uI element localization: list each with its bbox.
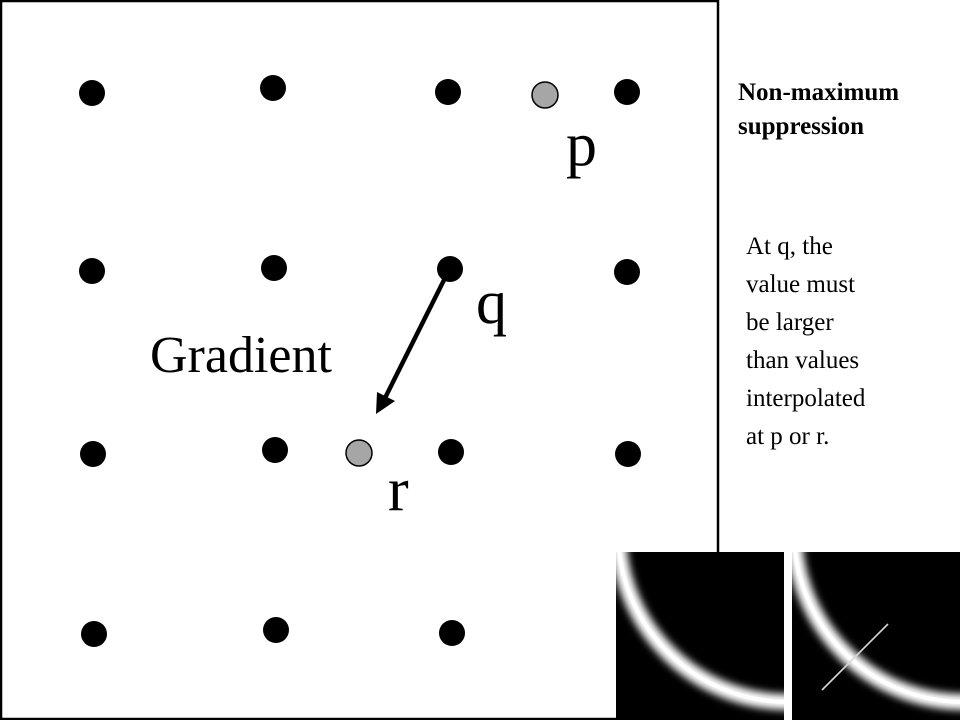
edge-ring-image [616, 552, 784, 720]
gradient-label: Gradient [150, 327, 332, 384]
point-q-label: q [476, 269, 507, 337]
description: At q, the value must be larger than valu… [746, 228, 865, 456]
description-line: than values [746, 347, 860, 374]
point-r-label: r [388, 456, 409, 524]
grid-dot [263, 617, 289, 643]
pixel-grid [79, 75, 641, 647]
grid-dot [79, 258, 105, 284]
grid-dot [437, 256, 463, 282]
grid-dot [615, 441, 641, 467]
grid-dot [260, 75, 286, 101]
description-line: value must [746, 271, 856, 298]
point-p-label: p [566, 111, 597, 179]
grid-dot [261, 255, 287, 281]
diagram-frame [0, 0, 720, 720]
grid-dot [438, 439, 464, 465]
interpolated-point-r [345, 439, 373, 467]
gradient-line [821, 623, 889, 691]
grid-dot [439, 620, 465, 646]
title-line-1: Non-maximum [738, 79, 900, 106]
gradient-arrow [376, 273, 449, 414]
title-line-2: suppression [738, 113, 864, 140]
description-line: At q, the [746, 233, 833, 260]
grid-dot [262, 437, 288, 463]
grid-dot [435, 79, 461, 105]
description-line: at p or r. [746, 423, 830, 450]
interpolated-point-p [531, 81, 559, 109]
grid-dot [81, 621, 107, 647]
description-line: interpolated [746, 385, 866, 412]
description-line: be larger [746, 309, 834, 336]
grid-dot [79, 80, 105, 106]
grid-dot [614, 259, 640, 285]
edge-ring-with-gradient-line-image [792, 552, 960, 720]
grid-dot [80, 441, 106, 467]
grid-dot [614, 79, 640, 105]
slide-title: Non-maximum suppression [738, 76, 899, 144]
